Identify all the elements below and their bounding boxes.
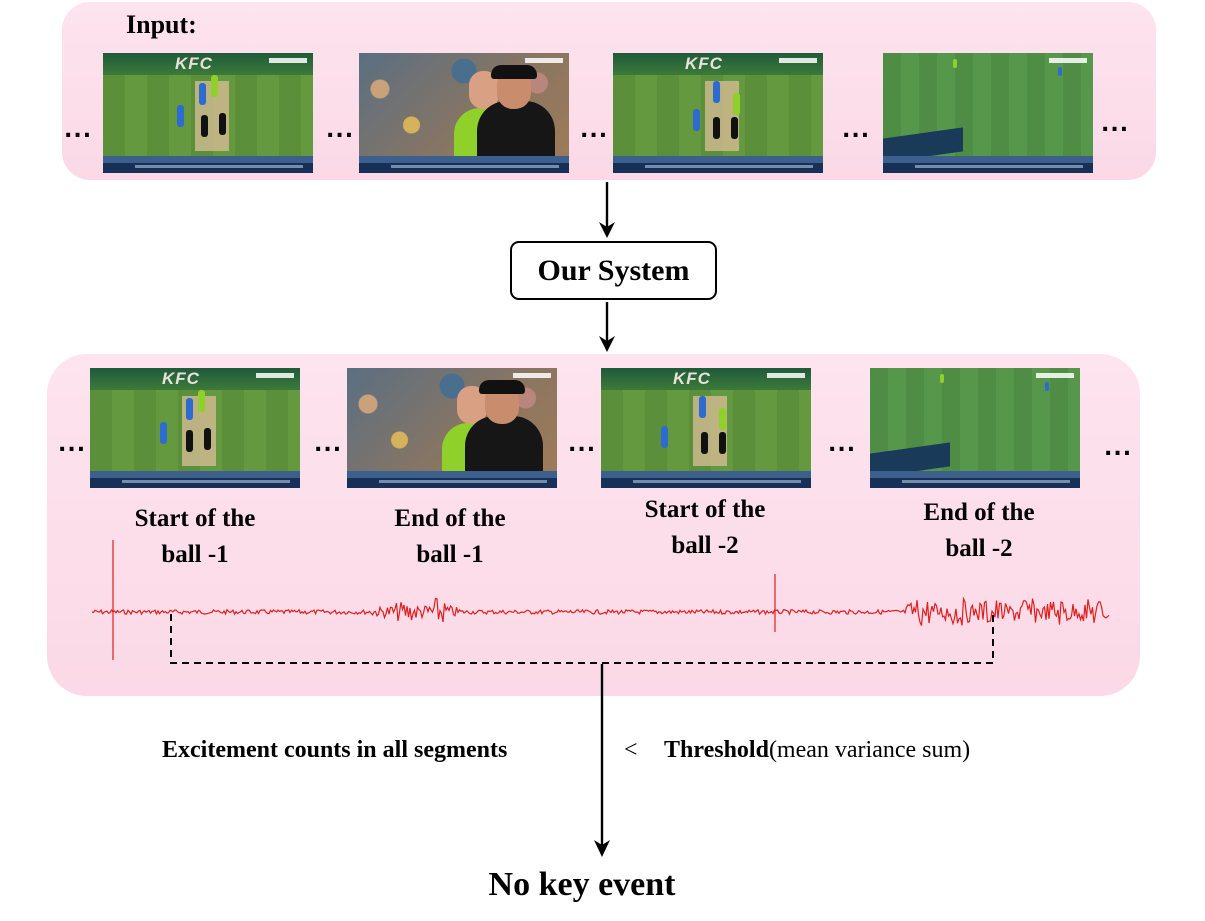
ellipsis: ... — [314, 432, 343, 457]
input-frame-4 — [883, 53, 1093, 173]
caption-end-ball-2: End of the ball -2 — [869, 495, 1089, 567]
caption-end-ball-1: End of the ball -1 — [340, 501, 560, 573]
kfc-logo: KFC — [673, 369, 711, 388]
ellipsis: ... — [568, 432, 597, 457]
threshold-label: Threshold — [664, 737, 769, 763]
input-frame-1: KFC — [103, 53, 313, 173]
ellipsis: ... — [1104, 436, 1133, 461]
output-frame-3: KFC — [601, 368, 811, 488]
condition-left: Excitement counts in all segments — [162, 737, 508, 763]
caption-line: End of the — [923, 499, 1035, 526]
condition-operator: < — [624, 737, 638, 763]
condition-threshold: Threshold(mean variance sum) — [664, 737, 970, 764]
ellipsis: ... — [64, 118, 93, 143]
segment-bracket — [170, 614, 994, 664]
input-label: Input: — [126, 10, 197, 39]
audio-waveform — [91, 596, 1110, 626]
output-frame-1: KFC — [90, 368, 300, 488]
system-box: Our System — [510, 241, 717, 300]
caption-line: ball -1 — [416, 541, 484, 568]
caption-start-ball-2: Start of the ball -2 — [595, 492, 815, 564]
ellipsis: ... — [326, 118, 355, 143]
caption-line: Start of the — [134, 505, 256, 532]
caption-line: ball -2 — [945, 535, 1013, 562]
result-text: No key event — [488, 866, 676, 903]
ellipsis: ... — [58, 432, 87, 457]
caption-line: End of the — [394, 505, 506, 532]
output-frame-4 — [870, 368, 1080, 488]
caption-start-ball-1: Start of the ball -1 — [85, 501, 305, 573]
threshold-detail: (mean variance sum) — [768, 737, 971, 763]
arrow-down-icon — [599, 182, 615, 238]
kfc-logo: KFC — [685, 54, 723, 73]
caption-line: ball -1 — [161, 541, 229, 568]
kfc-logo: KFC — [175, 54, 213, 73]
input-frame-2 — [359, 53, 569, 173]
arrow-down-icon — [599, 302, 615, 352]
caption-line: Start of the — [644, 496, 766, 523]
output-frame-2 — [347, 368, 557, 488]
ellipsis: ... — [828, 432, 857, 457]
ellipsis: ... — [842, 118, 871, 143]
caption-line: ball -2 — [671, 532, 739, 559]
kfc-logo: KFC — [162, 369, 200, 388]
ellipsis: ... — [580, 118, 609, 143]
input-frame-3: KFC — [613, 53, 823, 173]
ellipsis: ... — [1101, 112, 1130, 137]
arrow-down-icon — [594, 664, 610, 857]
